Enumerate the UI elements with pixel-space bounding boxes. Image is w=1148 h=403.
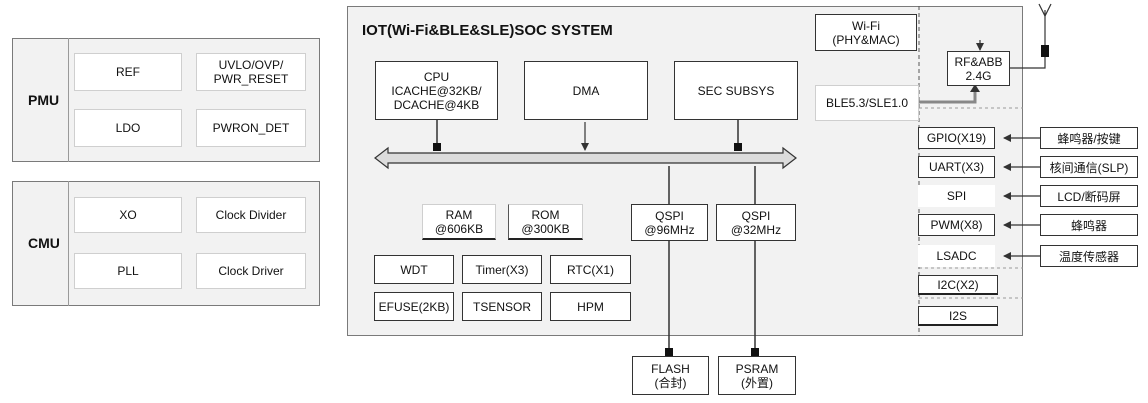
pwron-block: PWRON_DET: [196, 109, 306, 147]
rom-block: ROM @300KB: [508, 204, 583, 240]
ble-sle-block: BLE5.3/SLE1.0: [815, 85, 919, 121]
lcd-device: LCD/断码屏: [1040, 185, 1138, 207]
spi-block: SPI: [918, 185, 995, 207]
rf-abb-block: RF&ABB 2.4G: [947, 51, 1010, 86]
core-comm-device: 核间通信(SLP): [1040, 156, 1138, 178]
buzzer-device: 蜂鸣器: [1040, 214, 1138, 236]
qspi-96mhz-block: QSPI @96MHz: [631, 204, 708, 241]
qspi-32mhz-block: QSPI @32MHz: [716, 204, 796, 241]
cpu-block: CPU ICACHE@32KB/ DCACHE@4KB: [375, 61, 498, 120]
temp-sensor-device: 温度传感器: [1040, 245, 1138, 267]
ram-block: RAM @606KB: [422, 204, 496, 240]
clock-divider-block: Clock Divider: [196, 197, 306, 233]
sec-subsys-block: SEC SUBSYS: [674, 61, 798, 120]
ref-block: REF: [74, 53, 182, 91]
hpm-block: HPM: [550, 292, 631, 321]
gpio-block: GPIO(X19): [918, 127, 995, 149]
dma-block: DMA: [524, 61, 648, 120]
clock-driver-block: Clock Driver: [196, 253, 306, 289]
pmu-label: PMU: [28, 92, 60, 108]
wifi-block: Wi-Fi (PHY&MAC): [815, 14, 917, 51]
psram-device: PSRAM (外置): [718, 356, 796, 395]
flash-device: FLASH (合封): [632, 356, 709, 395]
pwm-block: PWM(X8): [918, 214, 995, 236]
soc-title: IOT(Wi-Fi&BLE&SLE)SOC SYSTEM: [362, 22, 613, 39]
timer-block: Timer(X3): [462, 255, 542, 284]
uart-block: UART(X3): [918, 156, 995, 178]
cmu-divider: [68, 181, 69, 306]
pmu-divider: [68, 38, 69, 162]
efuse-block: EFUSE(2KB): [374, 292, 454, 321]
cmu-label: CMU: [28, 235, 60, 251]
tsensor-block: TSENSOR: [462, 292, 542, 321]
rtc-block: RTC(X1): [550, 255, 631, 284]
i2c-block: I2C(X2): [918, 275, 998, 295]
uvlo-block: UVLO/OVP/ PWR_RESET: [196, 53, 306, 91]
lsadc-block: LSADC: [918, 245, 995, 267]
wdt-block: WDT: [374, 255, 454, 284]
buzzer-key-device: 蜂鸣器/按键: [1040, 127, 1138, 149]
xo-block: XO: [74, 197, 182, 233]
ldo-block: LDO: [74, 109, 182, 147]
i2s-block: I2S: [918, 306, 998, 326]
pll-block: PLL: [74, 253, 182, 289]
